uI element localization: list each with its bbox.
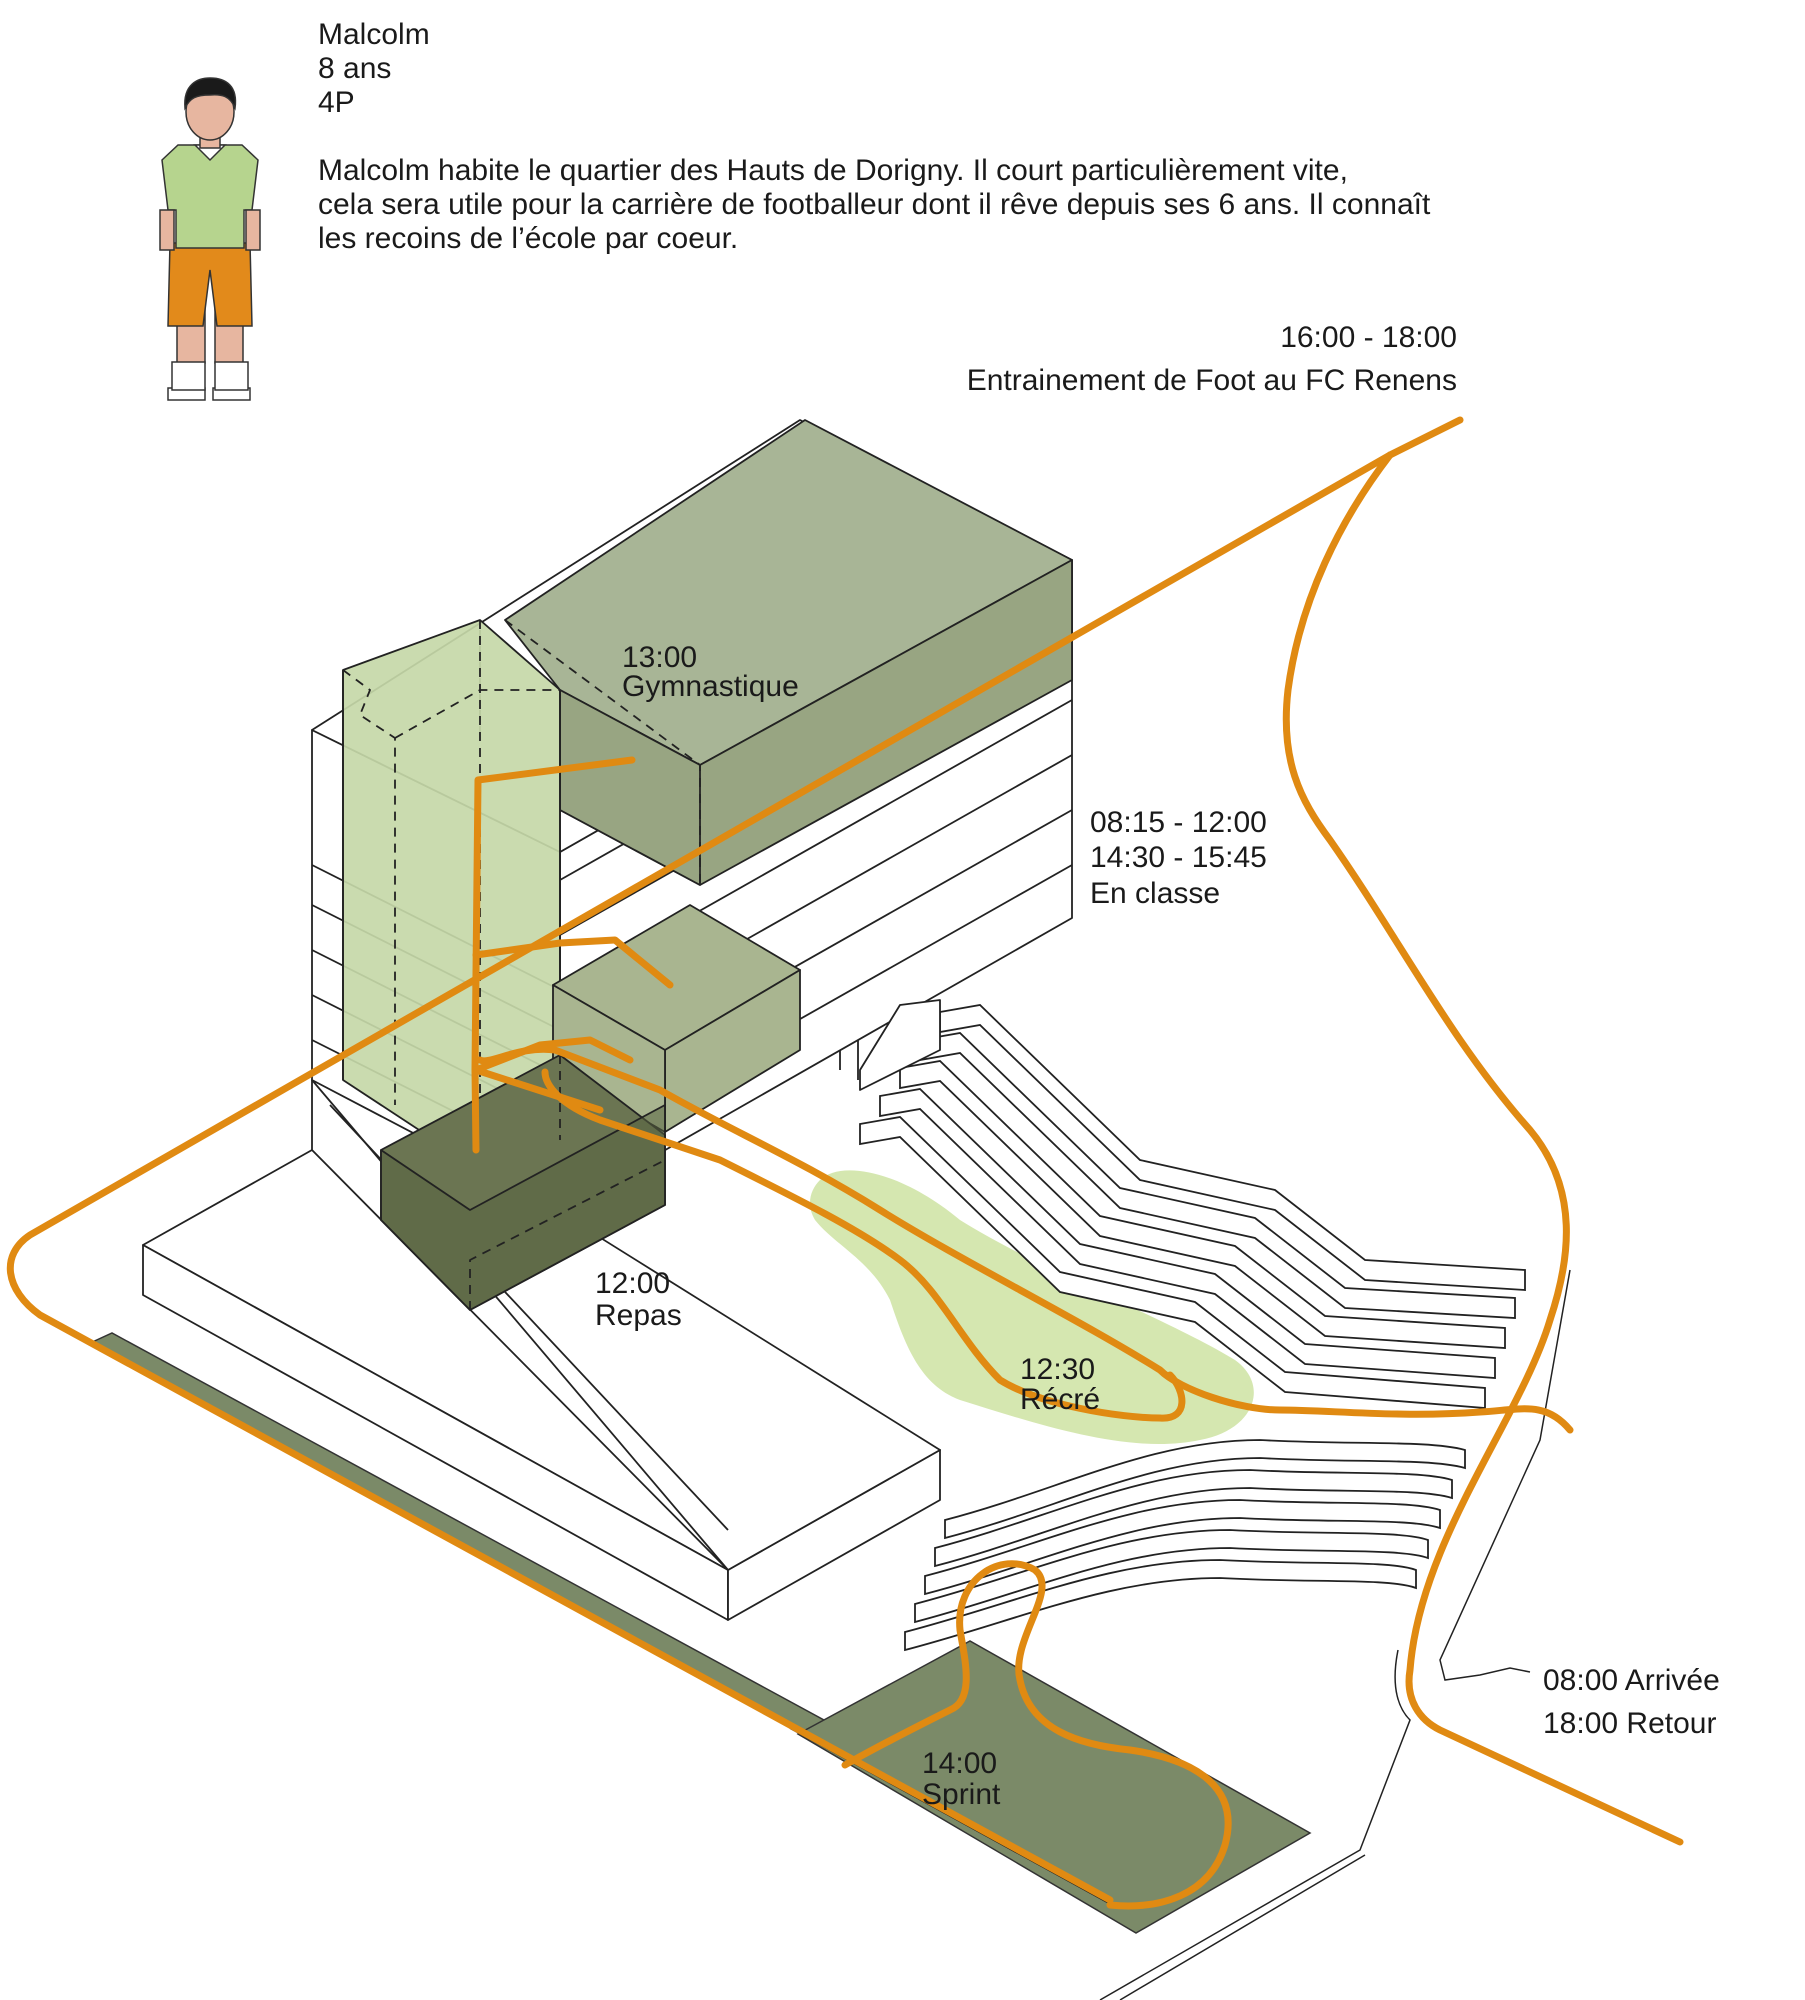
arrival-label: 08:00 Arrivée bbox=[1543, 1664, 1720, 1697]
return-label: 18:00 Retour bbox=[1543, 1707, 1716, 1740]
shirt-shape bbox=[161, 144, 259, 249]
recess-time-label: 12:30 bbox=[1020, 1353, 1095, 1386]
foot-text-label: Entrainement de Foot au FC Renens bbox=[967, 364, 1457, 397]
site-boundary bbox=[1099, 1649, 1411, 2000]
profile-description-line: cela sera utile pour la carrière de foot… bbox=[318, 188, 1431, 221]
class-text-label: En classe bbox=[1090, 877, 1220, 910]
lunch-time-label: 12:00 bbox=[595, 1267, 670, 1300]
recess-area bbox=[809, 1170, 1254, 1445]
profile-name: Malcolm bbox=[318, 18, 430, 51]
profile-description: Malcolm habite le quartier des Hauts de … bbox=[318, 154, 1430, 256]
gym-time-label: 13:00 bbox=[622, 641, 697, 674]
profile-block: Malcolm 8 ans 4P Malcolm habite le quart… bbox=[318, 18, 1430, 256]
gym-text-label: Gymnastique bbox=[622, 670, 799, 703]
site-boundary bbox=[1439, 1269, 1571, 1681]
sprint-field bbox=[796, 1640, 1312, 1934]
stair-volume bbox=[342, 619, 561, 1171]
class-volume bbox=[552, 904, 801, 1133]
profile-age: 8 ans bbox=[318, 52, 392, 85]
daily-path bbox=[6, 416, 1684, 1910]
shorts-shape bbox=[167, 242, 253, 327]
terraces-lower bbox=[904, 1439, 1466, 1652]
class-time-label: 08:15 - 12:00 bbox=[1090, 806, 1267, 839]
sprint-text-label: Sprint bbox=[922, 1778, 1001, 1811]
class-time-label: 14:30 - 15:45 bbox=[1090, 841, 1267, 874]
lunch-text-label: Repas bbox=[595, 1299, 682, 1332]
recess-text-label: Récré bbox=[1020, 1383, 1100, 1416]
terraces-upper bbox=[859, 1004, 1526, 1409]
profile-description-line: les recoins de l’école par coeur. bbox=[318, 222, 739, 255]
profile-description-line: Malcolm habite le quartier des Hauts de … bbox=[318, 154, 1348, 187]
foot-time-label: 16:00 - 18:00 bbox=[1280, 321, 1457, 354]
profile-grade: 4P bbox=[318, 86, 355, 119]
sprint-time-label: 14:00 bbox=[922, 1747, 997, 1780]
child-figure-icon bbox=[159, 77, 261, 401]
